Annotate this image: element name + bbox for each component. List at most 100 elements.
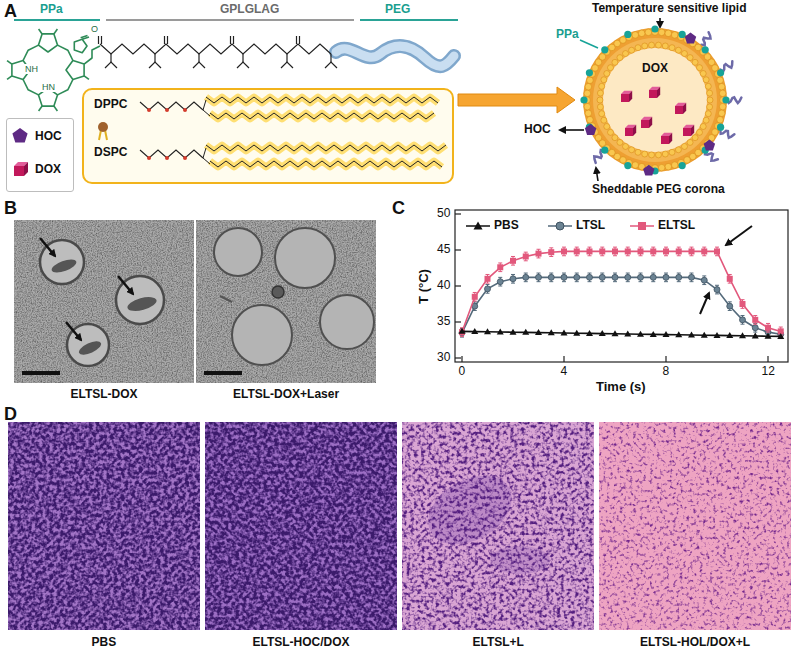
liposome-outline — [671, 32, 678, 39]
liposome-outline — [601, 147, 608, 154]
conjugate-header-text: PEG — [385, 3, 410, 17]
liposome-outline — [718, 110, 725, 117]
peptide-chain — [198, 54, 199, 62]
liposome-outline — [675, 147, 681, 153]
peptide-chain — [286, 54, 287, 62]
drug-icons — [12, 128, 27, 143]
liposome-outline — [599, 83, 605, 89]
header-rules — [14, 19, 100, 21]
temperature-curves — [626, 273, 630, 274]
cryo-em-image — [14, 220, 194, 383]
temperature-curves — [510, 258, 516, 264]
temperature-curves — [497, 328, 504, 334]
lipid-structure — [147, 108, 151, 112]
temperature-curves — [765, 325, 771, 331]
liposome-outline — [649, 90, 657, 98]
temperature-curves — [690, 247, 694, 248]
temperature-curves — [562, 255, 566, 256]
liposome-outline — [601, 117, 607, 123]
peptide-chain — [230, 36, 231, 44]
temperature-curves — [537, 281, 541, 282]
liposome-outline — [586, 69, 593, 76]
temperature-curves — [498, 262, 502, 263]
temperature-curves — [574, 248, 580, 254]
temperature-curves — [537, 249, 541, 250]
histology-image — [402, 422, 594, 630]
liposome-outline — [583, 28, 727, 172]
lipid-box-ground — [82, 88, 454, 184]
temperature-curves — [524, 260, 528, 261]
liposome-outline — [621, 94, 629, 102]
histology-image — [599, 422, 791, 630]
temperature-curves — [459, 328, 466, 334]
cryo-em-image — [50, 257, 78, 275]
chart-axes — [563, 356, 564, 362]
liposome-outline — [635, 45, 641, 51]
liposome-outline — [712, 65, 719, 72]
leader-line — [560, 129, 584, 131]
chart-axes — [455, 210, 788, 362]
liposome-outline — [681, 143, 687, 149]
temperature-curves — [573, 330, 580, 336]
temperature-curves — [752, 317, 758, 323]
temperature-curves — [549, 273, 553, 274]
temperature-curves — [639, 273, 643, 274]
temperature-curves — [471, 328, 478, 334]
temperature-curves — [664, 273, 668, 274]
peptide-chain — [101, 36, 102, 44]
image-caption: ELTSL+L — [473, 636, 524, 650]
temperature-curves — [600, 247, 604, 248]
liposome-outline — [687, 55, 693, 61]
temperature-curves — [612, 330, 619, 336]
liposome-outline — [604, 123, 610, 129]
histology-image — [599, 422, 791, 630]
liposome-outline — [719, 103, 726, 110]
liposome-outline — [671, 162, 678, 169]
temperature-curves — [497, 279, 503, 285]
peg-chain — [336, 46, 454, 66]
liposome-outline — [696, 65, 702, 71]
temperature-curves — [613, 255, 617, 256]
cryo-em-image — [196, 220, 376, 383]
atom-label: O — [90, 24, 99, 34]
temperature-curves — [486, 274, 490, 275]
tick-label: 45 — [437, 243, 450, 257]
liposome-outline — [684, 157, 691, 164]
cryo-em-image — [40, 238, 55, 256]
liposome-outline — [704, 140, 715, 151]
axis-title: Time (s) — [596, 380, 646, 395]
cryo-em-image — [14, 220, 194, 383]
liposome-outline — [621, 87, 694, 144]
peptide-chain — [237, 62, 249, 68]
lipid-structure — [165, 108, 169, 112]
lipid-box: DPPCDSPC — [82, 88, 454, 184]
temperature-curves — [663, 274, 669, 280]
temperature-curves — [613, 273, 617, 274]
panel-letter: D — [4, 404, 17, 425]
temperature-curves — [690, 273, 694, 274]
temperature-curves — [485, 286, 491, 292]
legend-text: PBS — [494, 219, 519, 233]
liposome-outline — [669, 133, 672, 144]
lipid-structure — [140, 97, 446, 167]
temperature-curves — [498, 271, 502, 272]
temperature-curves — [777, 333, 784, 339]
temperature-curves — [511, 256, 515, 257]
porphyrin-structure — [58, 45, 73, 60]
histology-image — [8, 422, 200, 630]
temperature-curves — [663, 331, 670, 337]
temperature-curves — [626, 247, 630, 248]
porphyrin-structure — [81, 36, 88, 38]
temperature-curves — [484, 328, 491, 334]
lipid-structure — [210, 113, 434, 119]
temperature-curves — [740, 317, 746, 323]
porphyrin-structure — [74, 39, 87, 52]
liposome-outline — [665, 163, 672, 170]
lipid-structure — [183, 156, 187, 160]
peptide-chain — [296, 36, 297, 44]
porphyrin-structure — [39, 106, 43, 111]
liposome-outline — [707, 97, 713, 103]
liposome-outline — [612, 135, 618, 141]
porphyrin-structure — [7, 76, 12, 80]
liposome-outline — [683, 128, 691, 136]
